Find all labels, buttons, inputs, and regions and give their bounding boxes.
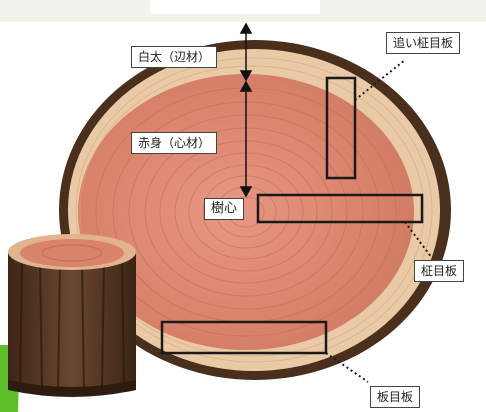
heartwood-label: 赤身（心材）: [131, 132, 217, 154]
pith-label: 樹心: [204, 198, 244, 220]
quartersawn-label: 柾目板: [414, 260, 464, 282]
sapwood-label: 白太（辺材）: [131, 46, 217, 68]
top-faded-center: [150, 0, 320, 14]
small-stump: [8, 234, 136, 397]
flatsawn-label: 板目板: [370, 386, 420, 408]
semi-quartersawn-label: 追い柾目板: [386, 32, 460, 54]
